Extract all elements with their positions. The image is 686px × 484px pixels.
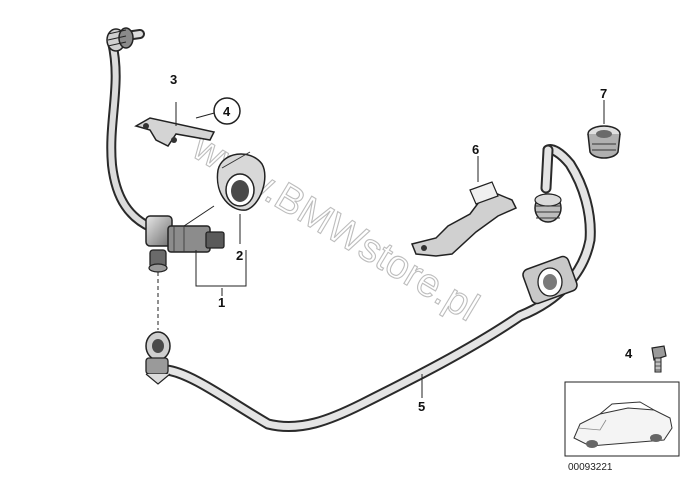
vehicle-thumbnail <box>564 381 680 457</box>
hose-grommet <box>522 255 578 305</box>
solenoid-valve <box>145 215 225 273</box>
callout-4-circle <box>213 97 241 125</box>
car-icon <box>573 407 673 447</box>
bracket-part-3 <box>134 102 219 147</box>
image-number: 00093221 <box>568 462 613 473</box>
screw-inset: 4 <box>625 345 667 373</box>
watermark-text: www.BMWstore.pl <box>185 124 487 329</box>
holder-part-6 <box>410 156 518 257</box>
callout-1: 1 <box>218 295 225 310</box>
cap-part-7 <box>587 100 621 159</box>
screw-icon <box>651 345 667 361</box>
callout-7: 7 <box>600 86 607 101</box>
hose-end-fitting <box>534 193 562 223</box>
lower-hose <box>160 144 596 432</box>
hose-end-cap <box>106 27 134 52</box>
callout-2: 2 <box>236 248 243 263</box>
inset-callout-4: 4 <box>625 346 633 361</box>
lower-hose-connector <box>145 331 171 385</box>
callout-leaders-1-2 <box>183 205 247 296</box>
callout-6: 6 <box>472 142 479 157</box>
upper-hose <box>106 29 157 233</box>
hose-clip <box>216 151 266 211</box>
callout-5: 5 <box>418 399 425 414</box>
callout-4: 4 <box>223 104 231 119</box>
callout-3: 3 <box>170 72 177 87</box>
